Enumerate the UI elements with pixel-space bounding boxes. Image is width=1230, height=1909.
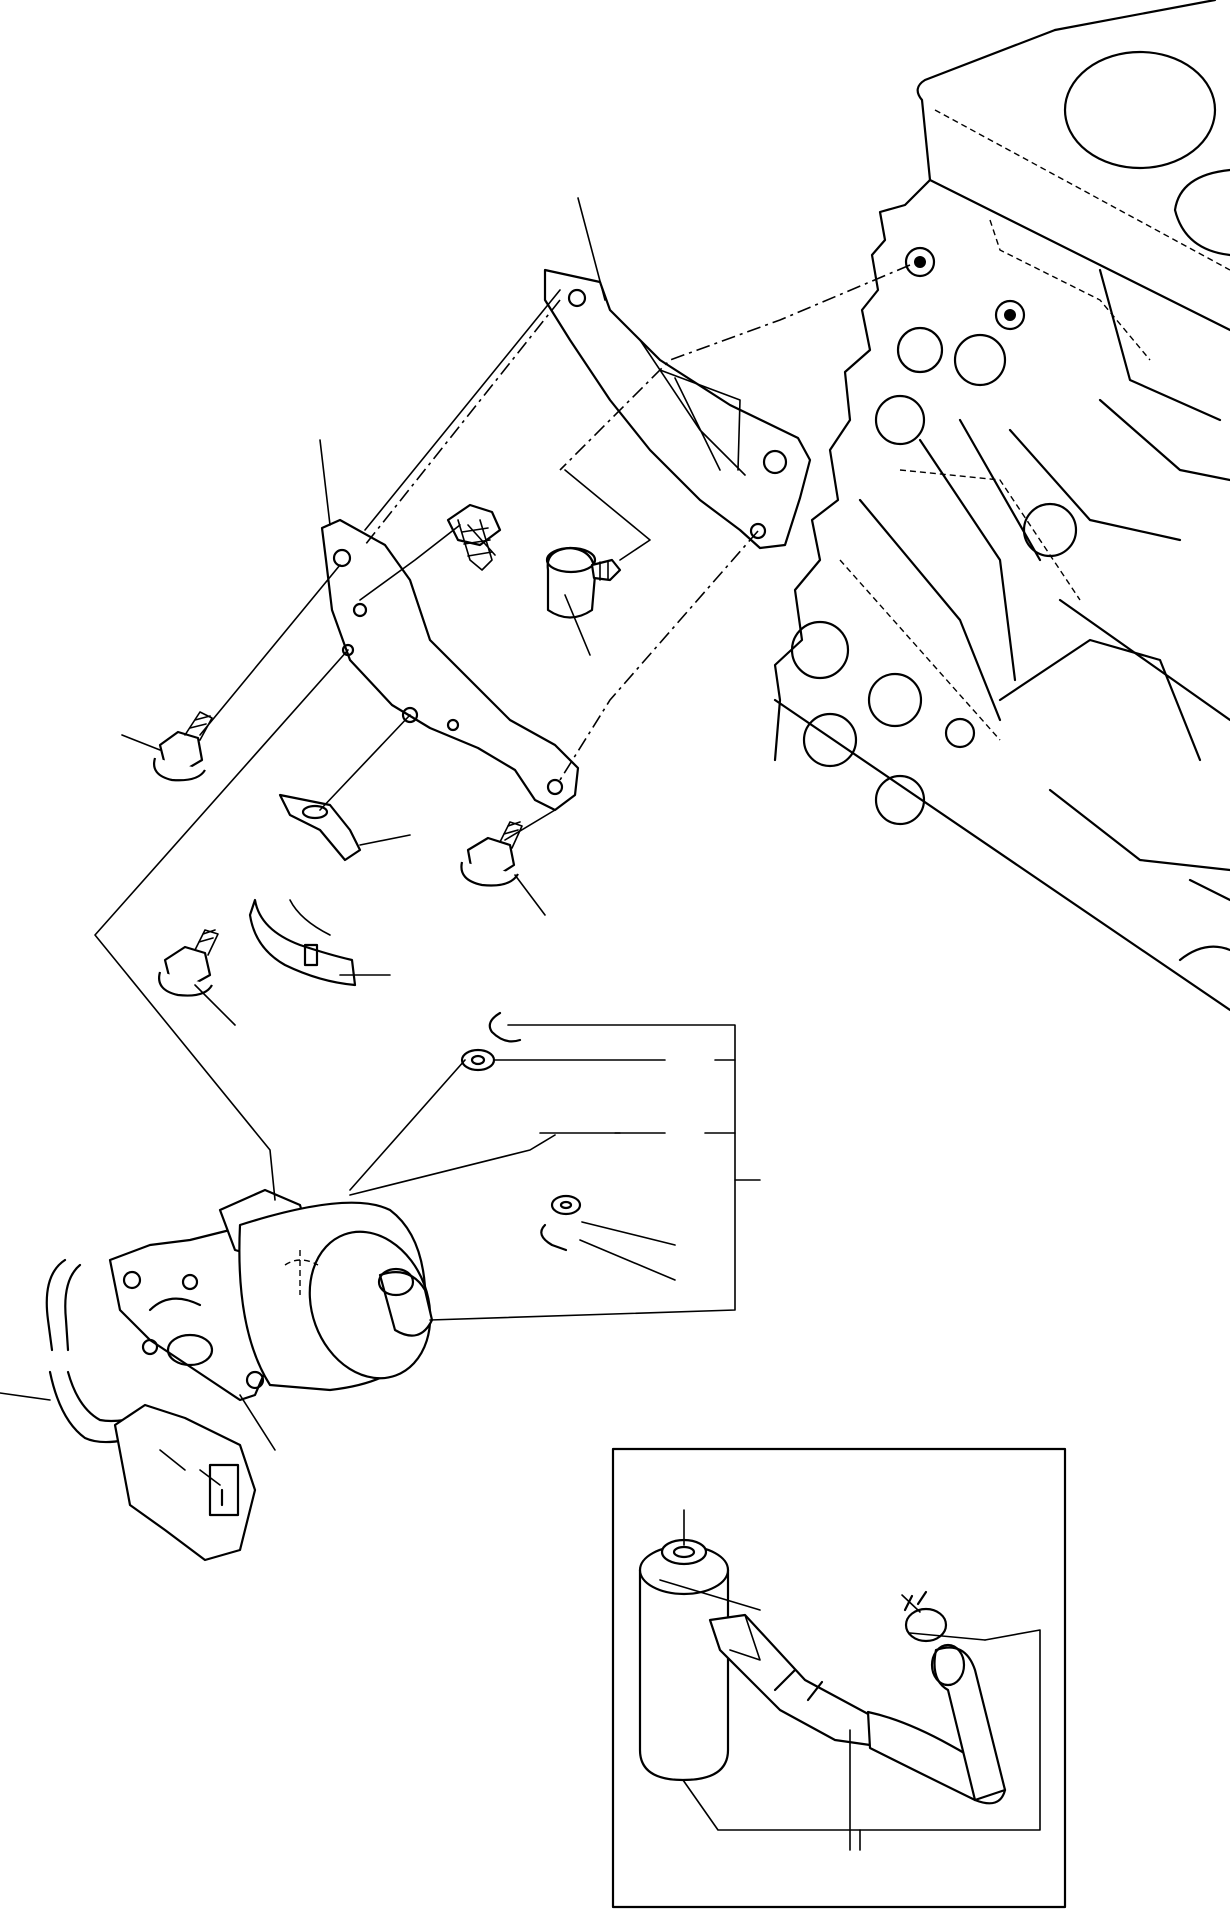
bolt-flange-upper [545, 546, 622, 619]
bolt-left [153, 711, 213, 782]
leader-lines [0, 197, 1041, 1851]
lower-mounting-bracket [320, 518, 580, 812]
harness-clip [248, 793, 362, 987]
inset-solenoid [638, 1538, 730, 1782]
washer-set [460, 1011, 621, 1252]
engine-block [773, 0, 1230, 1012]
bolt-middle-right [460, 821, 523, 887]
assembly-lines [94, 264, 986, 1831]
inset-hose-clamp [903, 1590, 948, 1643]
upper-mounting-bracket [543, 268, 812, 550]
bolt-upper-center [446, 503, 502, 571]
inset-hose [708, 1613, 1007, 1805]
bolt-lower-left [158, 929, 219, 997]
actuator-motor [108, 1188, 434, 1402]
wire-harness-connector [45, 1258, 257, 1562]
inset-frame [611, 1447, 1067, 1909]
